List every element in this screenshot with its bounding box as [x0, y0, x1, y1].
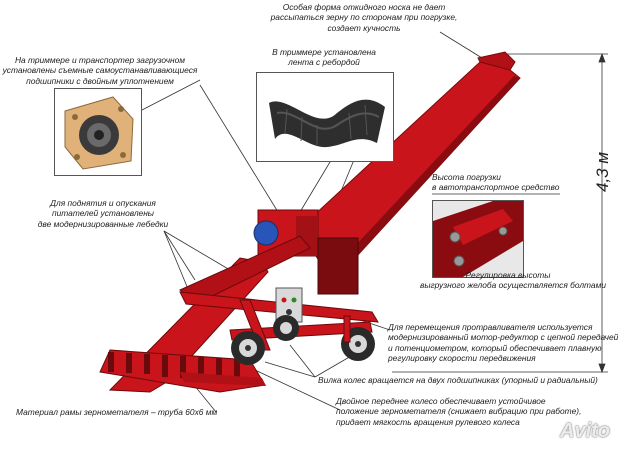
label-winches: Для поднятия и опускания питателей устан…: [37, 198, 169, 229]
watermark: Avito: [560, 420, 610, 442]
label-loading-height: Высота погрузки в автотранспортное средс…: [432, 172, 560, 193]
label-height-adjust: Регулировка высоты выгрузного желоба осу…: [420, 270, 606, 291]
trimmer-boom: [297, 51, 521, 269]
label-frame-material: Материал рамы зернометателя – труба 60х6…: [16, 407, 218, 417]
label-belt: В триммере установлена лента с ребордой: [272, 47, 376, 68]
bolt-adjust-icon: [433, 201, 523, 277]
label-double-wheel: Двойное переднее колесо обеспечивает уст…: [336, 396, 582, 427]
rear-wheels: [231, 315, 299, 365]
leader-lines: [141, 31, 560, 413]
height-adjust-inset: [432, 200, 524, 278]
height-dimension-value: 4,3 м: [593, 151, 612, 192]
front-wheel: [341, 315, 375, 361]
height-dimension-line: [392, 52, 608, 374]
label-nozzle-shape: Особая форма откидного носка не дает рас…: [270, 2, 458, 33]
belt-icon: [269, 99, 385, 148]
label-drive: Для перемещения протравливателя использу…: [388, 322, 619, 364]
belt-inset: [256, 72, 394, 162]
label-wheel-fork: Вилка колес вращается на двух подшипника…: [318, 375, 598, 385]
label-bearings: На триммере и транспортер загрузочном ус…: [2, 55, 198, 86]
bearing-icon: [64, 96, 134, 170]
left-feeder: [99, 349, 266, 393]
bearing-inset: [54, 88, 142, 176]
